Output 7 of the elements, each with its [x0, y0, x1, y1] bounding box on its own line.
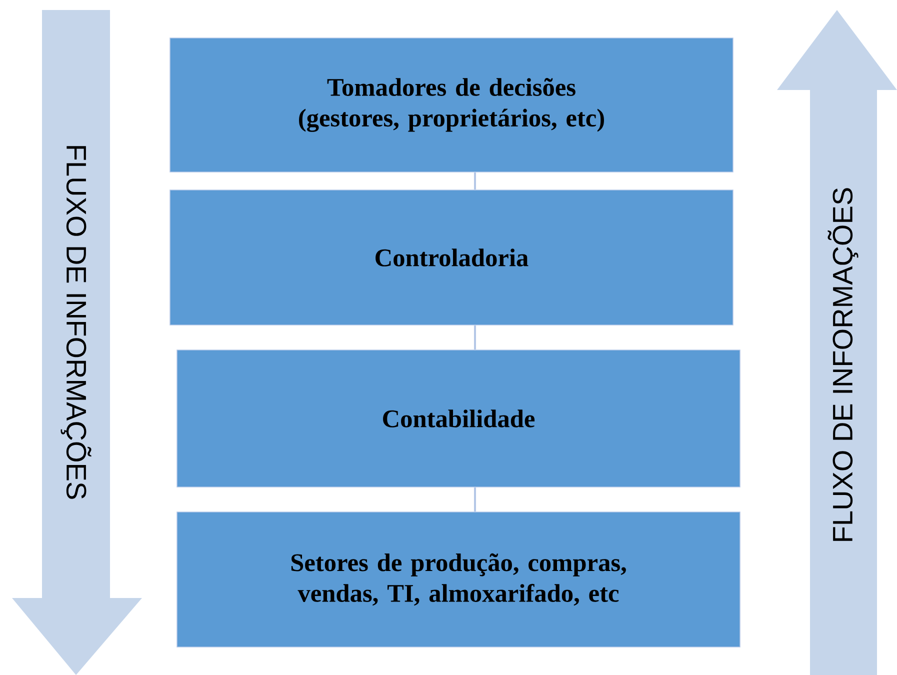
process-box: Contabilidade [176, 350, 740, 488]
connector-line [474, 172, 476, 190]
connector-line [474, 325, 476, 350]
process-box: Setores de produção, compras, vendas, TI, almoxarifado, etc [176, 512, 740, 648]
process-box: Controladoria [170, 190, 734, 326]
connector-line [474, 487, 476, 512]
process-box: Tomadores de decisões (gestores, proprietários, etc) [170, 38, 734, 172]
